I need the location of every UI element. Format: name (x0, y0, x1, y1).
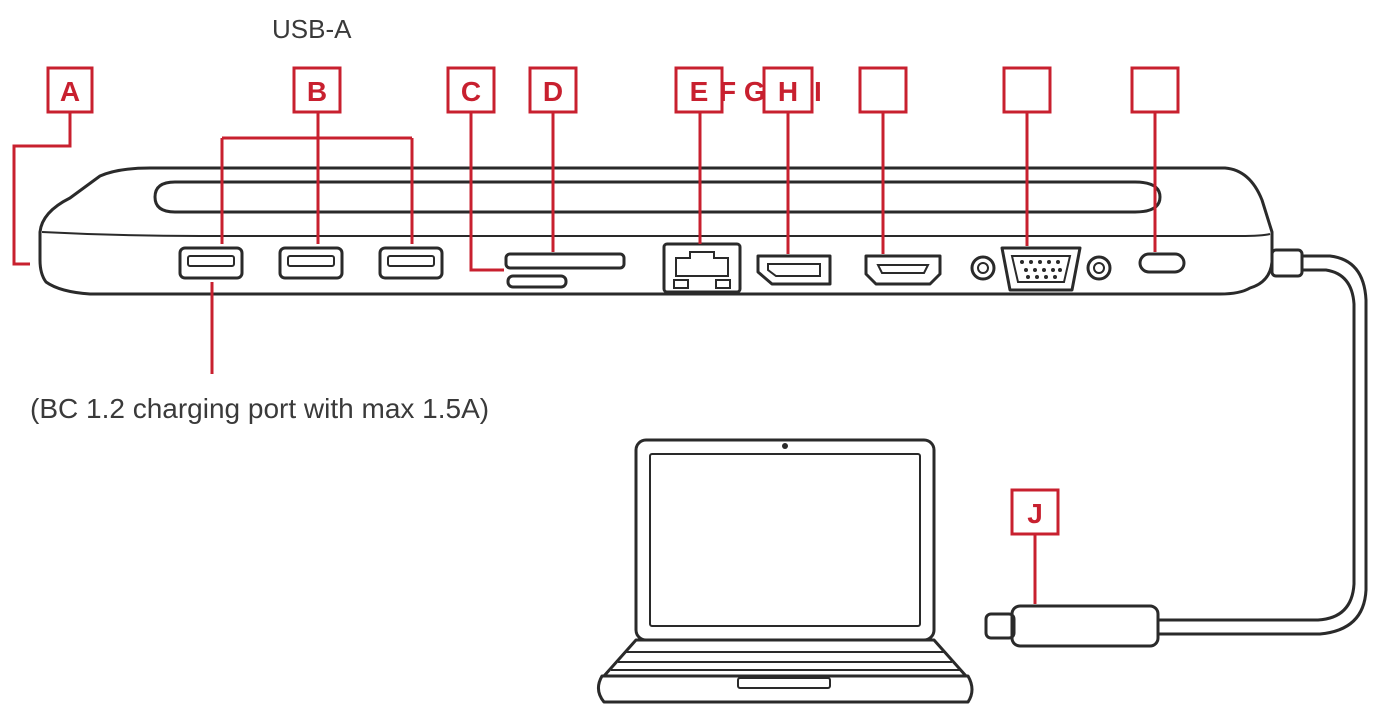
callout-d: D (528, 66, 578, 114)
webcam-icon (782, 443, 788, 449)
usb-a-caption: USB-A (272, 14, 352, 44)
vga-port (970, 246, 1112, 292)
laptop (597, 438, 974, 704)
usb-a-port-2 (278, 246, 344, 280)
label-b: B (307, 76, 327, 107)
usb-a-port-3 (378, 246, 444, 280)
callout-e: E (674, 66, 724, 114)
callout-blank-2 (1002, 66, 1052, 114)
callout-a: A (46, 66, 94, 114)
callout-j: J (1010, 488, 1060, 536)
label-c: C (461, 76, 481, 107)
callout-c: C (446, 66, 496, 114)
ethernet-port (662, 242, 742, 294)
callout-blank-3 (1130, 66, 1180, 114)
usb-a-port-1 (178, 246, 244, 280)
leader-lines (12, 112, 1157, 604)
leader-c (469, 112, 504, 272)
top-groove (153, 180, 1162, 214)
leader-a (12, 112, 72, 266)
label-d: D (543, 76, 563, 107)
microsd-card-slot (506, 274, 568, 289)
callout-b: B (292, 66, 342, 114)
dc-in-port (1138, 252, 1186, 274)
usb-c-cable (984, 248, 1368, 648)
hdmi-port (864, 254, 942, 286)
label-h: H (778, 76, 798, 107)
sd-card-slot (504, 252, 626, 270)
label-j: J (1027, 498, 1043, 529)
callout-blank-1 (858, 66, 908, 114)
label-e: E (690, 76, 709, 107)
dock-body (38, 166, 1274, 296)
label-i: I (814, 76, 822, 107)
callout-h: H (762, 66, 814, 114)
displayport-port (756, 254, 832, 286)
label-a: A (60, 76, 80, 107)
label-f-g: F G (719, 76, 766, 107)
charging-note: (BC 1.2 charging port with max 1.5A) (30, 393, 489, 424)
